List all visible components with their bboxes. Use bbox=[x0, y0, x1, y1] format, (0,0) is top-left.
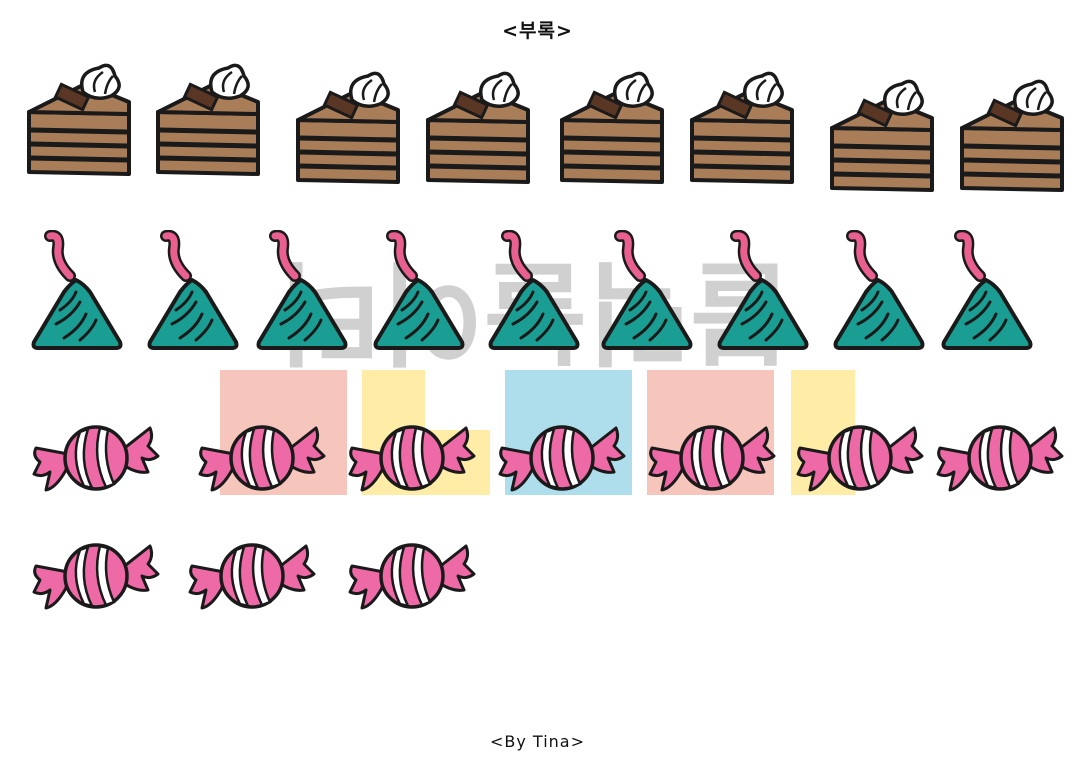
kiss-candy-sticker-1 bbox=[30, 229, 125, 359]
kiss-candy-sticker-2 bbox=[146, 229, 241, 359]
cake-sticker-3 bbox=[294, 70, 404, 194]
wrapped-candy-sticker-6 bbox=[794, 418, 924, 502]
kiss-candy-sticker-9 bbox=[940, 229, 1035, 359]
chocolate-kiss-icon bbox=[716, 229, 811, 359]
chocolate-kiss-icon bbox=[600, 229, 695, 359]
wrapped-candy-sticker-3 bbox=[346, 418, 476, 502]
wrapped-candy-sticker-9 bbox=[186, 536, 316, 620]
cake-slice-icon bbox=[958, 79, 1068, 202]
wrapped-candy-sticker-4 bbox=[496, 418, 626, 502]
chocolate-kiss-icon bbox=[146, 229, 241, 359]
footer-credit: <By Tina> bbox=[489, 732, 585, 751]
chocolate-kiss-icon bbox=[255, 229, 350, 359]
wrapped-candy-sticker-1 bbox=[30, 418, 160, 502]
kiss-candy-sticker-6 bbox=[600, 229, 695, 359]
cake-slice-icon bbox=[688, 71, 798, 194]
cake-slice-icon bbox=[25, 63, 135, 186]
cake-sticker-6 bbox=[688, 70, 798, 194]
cake-sticker-4 bbox=[424, 70, 534, 194]
cake-slice-icon bbox=[558, 71, 668, 194]
kiss-candy-sticker-5 bbox=[487, 229, 582, 359]
page-title: <부록> bbox=[502, 20, 573, 42]
cake-slice-icon bbox=[828, 79, 938, 202]
wrapped-candy-icon bbox=[646, 425, 776, 502]
wrapped-candy-icon bbox=[794, 425, 924, 502]
kiss-candy-sticker-7 bbox=[716, 229, 811, 359]
wrapped-candy-icon bbox=[30, 543, 160, 620]
chocolate-kiss-icon bbox=[30, 229, 125, 359]
cake-slice-icon bbox=[294, 71, 404, 194]
wrapped-candy-sticker-5 bbox=[646, 418, 776, 502]
cake-sticker-7 bbox=[828, 78, 938, 202]
chocolate-kiss-icon bbox=[832, 229, 927, 359]
cake-slice-icon bbox=[154, 63, 264, 186]
wrapped-candy-sticker-8 bbox=[30, 536, 160, 620]
kiss-candy-sticker-4 bbox=[372, 229, 467, 359]
wrapped-candy-icon bbox=[196, 425, 326, 502]
wrapped-candy-icon bbox=[496, 425, 626, 502]
chocolate-kiss-icon bbox=[940, 229, 1035, 359]
wrapped-candy-icon bbox=[346, 425, 476, 502]
kiss-candy-sticker-8 bbox=[832, 229, 927, 359]
chocolate-kiss-icon bbox=[372, 229, 467, 359]
cake-sticker-8 bbox=[958, 78, 1068, 202]
cake-slice-icon bbox=[424, 71, 534, 194]
wrapped-candy-sticker-2 bbox=[196, 418, 326, 502]
cake-sticker-1 bbox=[25, 62, 135, 186]
wrapped-candy-icon bbox=[346, 543, 476, 620]
chocolate-kiss-icon bbox=[487, 229, 582, 359]
wrapped-candy-sticker-7 bbox=[934, 418, 1064, 502]
cake-sticker-5 bbox=[558, 70, 668, 194]
wrapped-candy-sticker-10 bbox=[346, 536, 476, 620]
cake-sticker-2 bbox=[154, 62, 264, 186]
wrapped-candy-icon bbox=[186, 543, 316, 620]
kiss-candy-sticker-3 bbox=[255, 229, 350, 359]
wrapped-candy-icon bbox=[934, 425, 1064, 502]
wrapped-candy-icon bbox=[30, 425, 160, 502]
